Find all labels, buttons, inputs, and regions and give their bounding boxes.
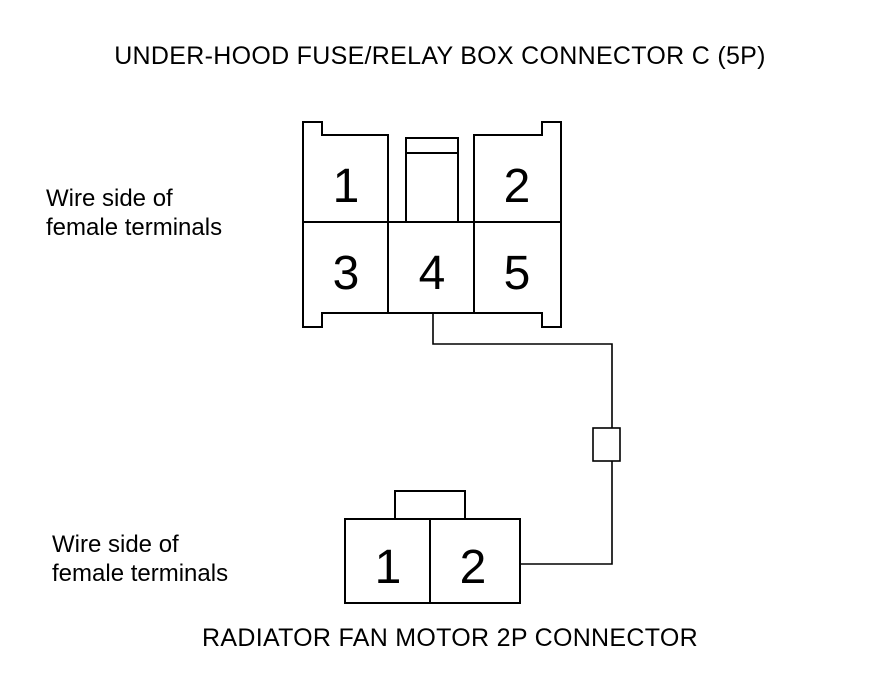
wire-splice-symbol [592,427,621,462]
connector-c-note: Wire side of female terminals [46,184,286,242]
fan-connector-pin-1: 1 [375,541,402,594]
connector-c-note-line1: Wire side of [46,185,173,212]
connector-c-latch [405,137,459,222]
wire-c4-to-fan-2 [432,313,613,428]
fan-connector-note: Wire side of female terminals [52,530,292,588]
fan-connector-title: RADIATOR FAN MOTOR 2P CONNECTOR [202,624,698,652]
connector-c-note-line2: female terminals [46,214,223,241]
connector-c-housing [302,121,562,328]
fan-connector-latch [394,490,466,520]
connector-c-pin-1: 1 [333,160,360,213]
connector-c-pin-4: 4 [419,247,446,300]
fan-connector-note-line2: female terminals [52,560,229,587]
fan-connector-note-line1: Wire side of [52,531,179,558]
connector-c-pin-2: 2 [504,160,531,213]
fan-connector-pin-2: 2 [460,541,487,594]
fan-connector-outline [344,518,521,604]
connector-c-pin-3: 3 [333,247,360,300]
connector-c-title: UNDER-HOOD FUSE/RELAY BOX CONNECTOR C (5… [114,42,766,70]
wire-splice-to-fan [520,461,613,565]
connector-c-pin-5: 5 [504,247,531,300]
fan-connector-housing [344,490,521,604]
connector-c-outline [302,121,562,328]
